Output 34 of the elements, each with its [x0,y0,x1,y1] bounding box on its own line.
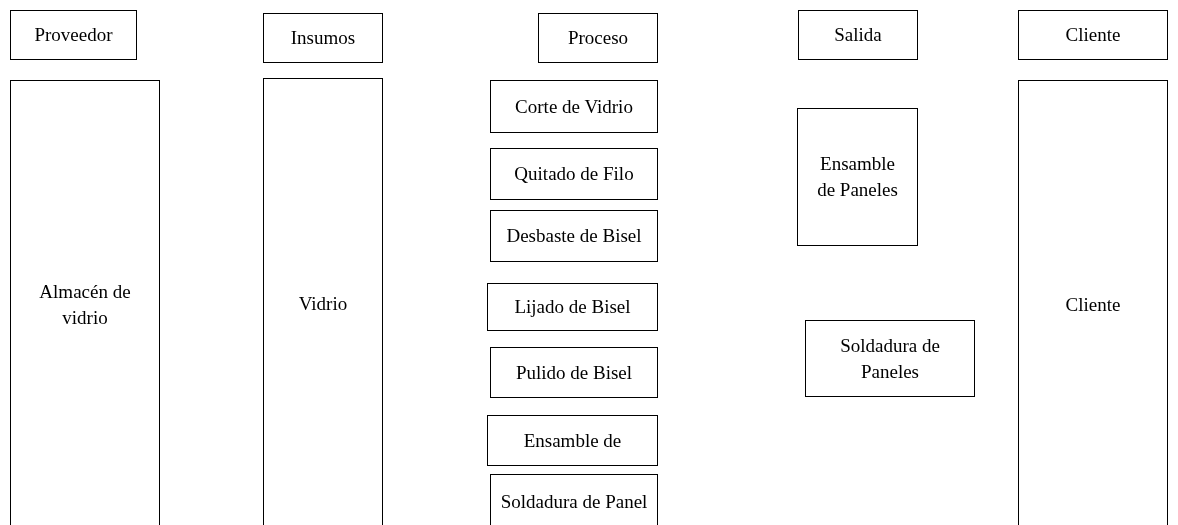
process-box [490,148,658,200]
box-label: Proceso [567,26,629,51]
box-label: Corte de Vidrio [515,94,633,119]
box-label: Insumos [290,26,356,51]
column-box [1018,80,1168,525]
box-label: Salida [834,23,882,48]
process-box [490,474,658,525]
box-label: Lijado de Bisel [514,295,631,320]
header-box [1018,10,1168,60]
output-box [805,320,975,397]
header-box [263,13,383,63]
box-label: Soldadura de Paneles [839,333,941,384]
process-box [487,415,658,466]
column-box [10,80,160,525]
output-box [797,108,918,246]
box-label: Pulido de Bisel [515,360,633,385]
box-label: Cliente [1065,293,1121,318]
box-label: Ensamble de Paneles [816,152,899,202]
process-box [490,347,658,398]
header-box [10,10,137,60]
process-box [490,80,658,133]
box-label: Quitado de Filo [514,162,634,187]
header-box [798,10,918,60]
box-label: Soldadura de Panel [500,490,648,515]
box-label: Vidrio [298,292,348,317]
column-box [263,78,383,525]
box-label: Ensamble de [523,428,622,453]
box-label: Desbaste de Bisel [506,224,642,249]
header-box [538,13,658,63]
box-label: Almacén de vidrio [38,280,132,330]
box-label: Cliente [1065,23,1121,48]
box-label: Proveedor [34,23,113,48]
process-box [487,283,658,331]
process-box [490,210,658,262]
